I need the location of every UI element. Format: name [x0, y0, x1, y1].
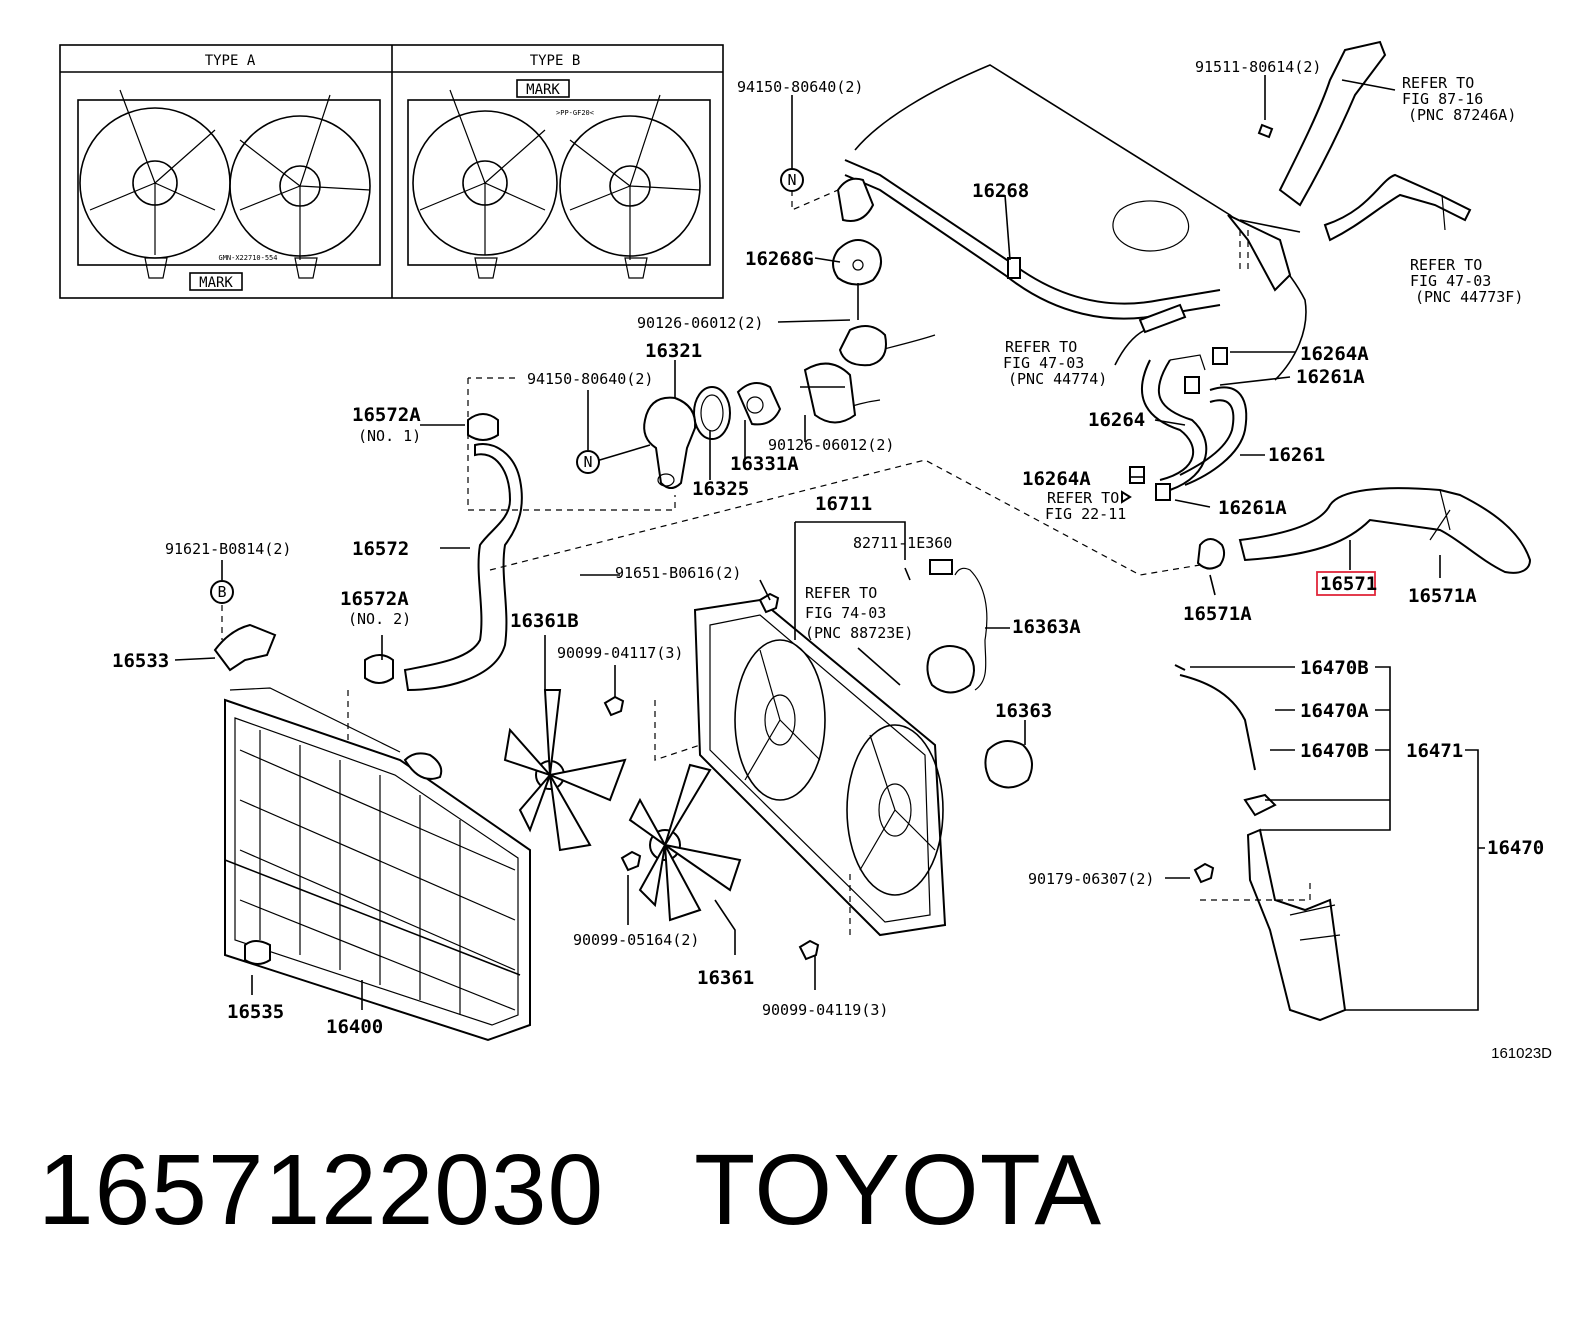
gasket-16325: [693, 386, 731, 440]
label-90099-05164: 90099-05164(2): [573, 931, 699, 949]
type-a-fan-shroud: MARK GMN-X22710-554: [77, 89, 381, 291]
symbol-n-mid: N: [576, 450, 600, 474]
label-refer-47-03-mid-a: REFER TO: [1005, 338, 1077, 356]
label-16363A: 16363A: [1012, 616, 1081, 638]
brand-name: TOYOTA: [694, 1134, 1103, 1246]
label-90126-06012-top: 90126-06012(2): [637, 314, 763, 332]
water-inlet-16321: [643, 396, 697, 489]
label-16325: 16325: [692, 478, 749, 500]
label-91621-B0814: 91621-B0814(2): [165, 540, 291, 558]
label-16535: 16535: [227, 1001, 284, 1023]
label-16572A-no1: 16572A: [352, 404, 421, 426]
label-16711: 16711: [815, 493, 872, 515]
type-b-fan-shroud: MARK >PP-GF20<: [407, 79, 711, 279]
type-a-mark: MARK: [199, 275, 233, 291]
label-16400: 16400: [326, 1016, 383, 1038]
type-a-tag: GMN-X22710-554: [218, 254, 277, 262]
label-refer-22-11-a: REFER TO: [1047, 489, 1119, 507]
label-16470B-top: 16470B: [1300, 657, 1369, 679]
label-82711-1E360: 82711-1E360: [853, 534, 952, 552]
label-16572A-no2: 16572A: [340, 588, 409, 610]
label-refer-74-03-c: (PNC 88723E): [805, 624, 913, 642]
label-16261: 16261: [1268, 444, 1325, 466]
label-16470A: 16470A: [1300, 700, 1369, 722]
label-refer-87-16-c: (PNC 87246A): [1408, 106, 1516, 124]
label-refer-74-03-a: REFER TO: [805, 584, 877, 602]
label-16264A-top: 16264A: [1300, 343, 1369, 365]
label-91651-B0616: 91651-B0616(2): [615, 564, 741, 582]
label-refer-22-11-b: FIG 22-11: [1045, 505, 1126, 523]
label-16268G: 16268G: [745, 248, 814, 270]
label-16571A-right: 16571A: [1408, 585, 1477, 607]
radiator-cooling-parts-diagram: TYPE A TYPE B MARK GMN-X22710-554: [59, 40, 1544, 1042]
figure-code: 161023D: [1491, 1045, 1552, 1062]
label-refer-47-03-mid-c: (PNC 44774): [1008, 370, 1107, 388]
label-16264A-bot: 16264A: [1022, 468, 1091, 490]
label-16571: 16571: [1320, 573, 1377, 595]
label-no1: (NO. 1): [358, 427, 421, 445]
hose-16571: [1196, 487, 1532, 574]
caption: 1657122030 TOYOTA: [38, 1135, 1102, 1245]
gasket-16268G: [832, 177, 883, 320]
label-16361B: 16361B: [510, 610, 579, 632]
label-94150-80640-mid: 94150-80640(2): [527, 370, 653, 388]
label-16533: 16533: [112, 650, 169, 672]
label-90179-06307: 90179-06307(2): [1028, 870, 1154, 888]
label-refer-87-16-a: REFER TO: [1402, 74, 1474, 92]
bolts-clips: [603, 592, 1215, 961]
label-16268: 16268: [972, 180, 1029, 202]
label-16572: 16572: [352, 538, 409, 560]
symbol-n-top: N: [780, 168, 804, 192]
label-16363: 16363: [995, 700, 1052, 722]
hose-16572: [364, 413, 523, 692]
type-b-tag: >PP-GF20<: [556, 109, 594, 117]
label-refer-74-03-b: FIG 74-03: [805, 604, 886, 622]
label-refer-47-03-right-a: REFER TO: [1410, 256, 1482, 274]
label-refer-47-03-right-c: (PNC 44773F): [1415, 288, 1523, 306]
label-90126-06012-bot: 90126-06012(2): [768, 436, 894, 454]
symbol-n-mid-text: N: [583, 453, 592, 471]
label-16470B-mid: 16470B: [1300, 740, 1369, 762]
thermostat-16331A: [736, 382, 782, 426]
label-16261A-top: 16261A: [1296, 366, 1365, 388]
label-refer-87-16-b: FIG 87-16: [1402, 90, 1483, 108]
label-91511-80614: 91511-80614(2): [1195, 58, 1321, 76]
hose-16261: [1155, 386, 1248, 501]
fan-type-panel: TYPE A TYPE B MARK GMN-X22710-554: [59, 44, 724, 299]
thermostat-housing: [800, 325, 887, 424]
label-refer-47-03-right-b: FIG 47-03: [1410, 272, 1491, 290]
label-90099-04117: 90099-04117(3): [557, 644, 683, 662]
label-no2: (NO. 2): [348, 610, 411, 628]
label-16261A-bot: 16261A: [1218, 497, 1287, 519]
label-94150-80640-top: 94150-80640(2): [737, 78, 863, 96]
label-16264: 16264: [1088, 409, 1145, 431]
part-16571-highlight: [1316, 571, 1376, 596]
leader-lines: [174, 75, 1485, 1011]
bracket-16533: [213, 623, 277, 672]
symbol-b: B: [210, 580, 234, 604]
fan-16361: [628, 763, 742, 922]
fan-motor-16363: [926, 559, 1033, 789]
label-16321: 16321: [645, 340, 702, 362]
label-16361: 16361: [697, 967, 754, 989]
label-90099-04119: 90099-04119(3): [762, 1001, 888, 1019]
label-16470: 16470: [1487, 837, 1544, 859]
fan-16361B: [503, 689, 627, 852]
type-b-mark: MARK: [526, 82, 560, 98]
type-b-title: TYPE B: [530, 53, 581, 69]
label-16571A-left: 16571A: [1183, 603, 1252, 625]
radiator-16400: [224, 687, 531, 1042]
symbol-n-top-text: N: [787, 171, 796, 189]
label-16331A: 16331A: [730, 453, 799, 475]
hose-16264: [1129, 347, 1228, 491]
part-number: 1657122030: [38, 1134, 605, 1246]
label-16471: 16471: [1406, 740, 1463, 762]
type-a-title: TYPE A: [205, 53, 256, 69]
part-labels: 94150-80640(2) 91511-80614(2) REFER TO F…: [112, 58, 1544, 1038]
pipe-16268: [844, 159, 1221, 334]
label-refer-47-03-mid-b: FIG 47-03: [1003, 354, 1084, 372]
symbol-b-text: B: [217, 583, 226, 601]
